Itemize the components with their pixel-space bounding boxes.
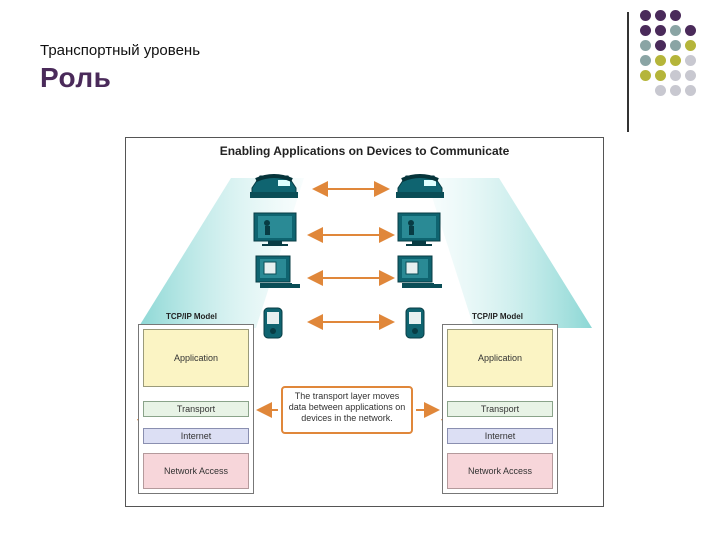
decorative-dot [640, 40, 651, 51]
video-monitor-icon [253, 212, 297, 246]
diagram-figure: Enabling Applications on Devices to Comm… [125, 137, 604, 507]
decorative-dot [655, 40, 666, 51]
decorative-dot [670, 70, 681, 81]
decorative-dot [655, 85, 666, 96]
decorative-dot [670, 40, 681, 51]
right-tcpip-model: Application Transport Internet Network A… [442, 324, 558, 494]
decorative-dot [685, 85, 696, 96]
decorative-dot [670, 85, 681, 96]
decorative-dot [670, 25, 681, 36]
left-tcpip-model: Application Transport Internet Network A… [138, 324, 254, 494]
right-layer-transport: Transport [447, 401, 553, 417]
decorative-dot [640, 70, 651, 81]
slide-subtitle: Транспортный уровень [40, 42, 201, 59]
right-layer-application: Application [447, 329, 553, 387]
decorative-dot [685, 25, 696, 36]
left-layer-network-access: Network Access [143, 453, 249, 489]
left-beam [138, 178, 304, 328]
decorative-dot [655, 55, 666, 66]
decorative-dot [640, 55, 651, 66]
decorative-divider [627, 12, 629, 132]
right-layer-network-access: Network Access [447, 453, 553, 489]
decorative-dot [685, 55, 696, 66]
decorative-dot [685, 70, 696, 81]
computer-icon-right [397, 255, 442, 288]
video-monitor-icon-right [397, 212, 441, 246]
transport-callout: The transport layer moves data between a… [281, 386, 413, 434]
pda-icon-right [405, 307, 425, 339]
left-layer-application: Application [143, 329, 249, 387]
pda-icon [263, 307, 283, 339]
right-model-label: TCP/IP Model [472, 312, 523, 321]
decorative-dot [670, 10, 681, 21]
left-layer-transport: Transport [143, 401, 249, 417]
decorative-dot [655, 25, 666, 36]
decorative-dot [640, 25, 651, 36]
decorative-dot [655, 10, 666, 21]
decorative-dot [685, 40, 696, 51]
decorative-dot [640, 10, 651, 21]
decorative-dot [670, 55, 681, 66]
decorative-dot [655, 70, 666, 81]
right-beam [426, 178, 592, 328]
left-layer-internet: Internet [143, 428, 249, 444]
computer-icon [255, 255, 300, 288]
left-model-label: TCP/IP Model [166, 312, 217, 321]
ip-phone-icon [250, 174, 298, 198]
right-layer-internet: Internet [447, 428, 553, 444]
slide-title: Роль [40, 62, 112, 93]
ip-phone-icon-right [396, 174, 444, 198]
figure-title: Enabling Applications on Devices to Comm… [219, 144, 510, 158]
